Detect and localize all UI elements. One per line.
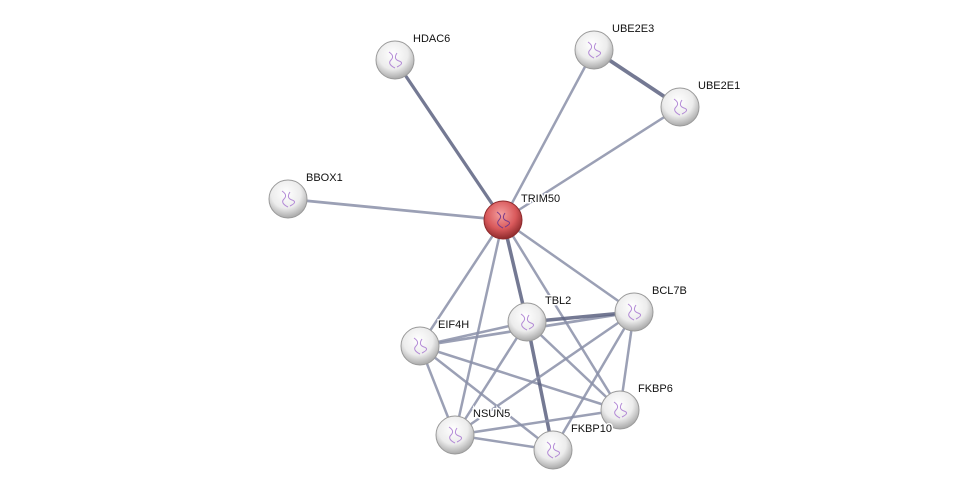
node-bubble[interactable]: [600, 390, 640, 430]
node-label: TBL2: [545, 295, 571, 307]
protein-structure-icon: [587, 41, 602, 59]
edge-tbl2-nsun5[interactable]: [453, 321, 529, 436]
edge-eif4h-fkbp6[interactable]: [419, 344, 621, 412]
node-label: UBE2E1: [698, 80, 740, 92]
protein-structure-icon: [613, 401, 628, 419]
protein-structure-icon: [388, 51, 403, 69]
node-bubble[interactable]: [375, 40, 415, 80]
node-bubble[interactable]: [483, 200, 523, 240]
node-bubble[interactable]: [614, 292, 654, 332]
node-eif4h[interactable]: EIF4H: [400, 318, 471, 366]
node-bubble[interactable]: [574, 30, 614, 70]
node-bbox1[interactable]: BBOX1: [268, 171, 344, 219]
node-bubble[interactable]: [660, 87, 700, 127]
node-trim50[interactable]: TRIM50: [483, 192, 562, 240]
edge-trim50-ube2e3[interactable]: [501, 49, 596, 221]
node-label: UBE2E3: [612, 23, 654, 35]
node-ube2e3[interactable]: UBE2E3: [574, 22, 656, 70]
node-label: TRIM50: [521, 193, 560, 205]
edge-trim50-eif4h[interactable]: [418, 219, 505, 347]
protein-structure-icon: [520, 313, 535, 331]
edges-layer: [287, 48, 682, 452]
edge-bcl7b-nsun5[interactable]: [454, 310, 635, 437]
edge-trim50-ube2e1[interactable]: [502, 105, 681, 222]
edge-eif4h-fkbp10[interactable]: [419, 345, 554, 451]
protein-structure-icon: [496, 211, 511, 229]
node-label: FKBP6: [638, 383, 673, 395]
node-bcl7b[interactable]: BCL7B: [614, 284, 688, 332]
edge-tbl2-fkbp10[interactable]: [525, 321, 555, 451]
edge-trim50-fkbp6[interactable]: [501, 219, 622, 411]
node-ube2e1[interactable]: UBE2E1: [660, 79, 742, 127]
edge-tbl2-fkbp6[interactable]: [526, 321, 621, 411]
node-fkbp10[interactable]: FKBP10: [533, 422, 613, 470]
protein-structure-icon: [413, 337, 428, 355]
protein-structure-icon: [448, 426, 463, 444]
node-label: EIF4H: [438, 319, 469, 331]
node-bubble[interactable]: [507, 302, 547, 342]
edge-trim50-bcl7b[interactable]: [502, 218, 635, 314]
node-label: BCL7B: [652, 285, 687, 297]
node-fkbp6[interactable]: FKBP6: [600, 382, 674, 430]
node-bubble[interactable]: [533, 430, 573, 470]
node-bubble[interactable]: [400, 326, 440, 366]
protein-structure-icon: [281, 190, 296, 208]
protein-structure-icon: [673, 98, 688, 116]
edge-trim50-hdac6[interactable]: [393, 59, 505, 221]
edge-bcl7b-fkbp10[interactable]: [551, 311, 636, 451]
node-label: FKBP10: [571, 423, 612, 435]
edge-trim50-nsun5[interactable]: [453, 219, 505, 436]
node-nsun5[interactable]: NSUN5: [435, 407, 512, 455]
edge-nsun5-fkbp6[interactable]: [454, 408, 621, 437]
protein-structure-icon: [546, 441, 561, 459]
node-hdac6[interactable]: HDAC6: [375, 32, 452, 80]
node-bubble[interactable]: [268, 179, 308, 219]
protein-structure-icon: [627, 303, 642, 321]
node-label: HDAC6: [413, 33, 450, 45]
node-label: BBOX1: [306, 172, 343, 184]
node-tbl2[interactable]: TBL2: [507, 294, 573, 342]
edge-trim50-bbox1[interactable]: [287, 197, 504, 222]
node-bubble[interactable]: [435, 415, 475, 455]
node-label: NSUN5: [473, 408, 510, 420]
